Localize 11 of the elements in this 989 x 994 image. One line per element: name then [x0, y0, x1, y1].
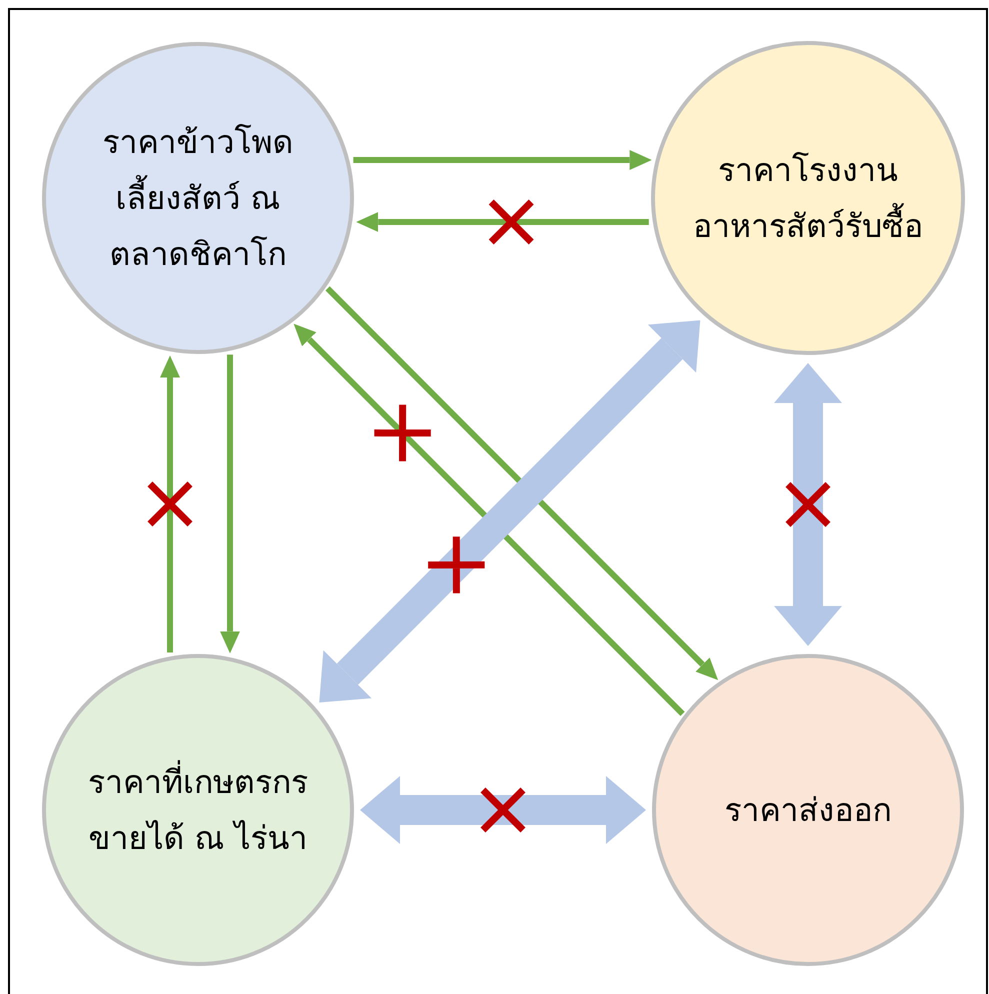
arrow: [160, 355, 180, 653]
node-label: ราคาข้าวโพดเลี้ยงสัตว์ ณ ตลาดชิคาโก: [102, 122, 294, 275]
node-label: ราคาที่เกษตรกรขายได้ ณ ไร่นา: [66, 754, 330, 866]
arrow: [325, 286, 718, 680]
arrow: [220, 354, 240, 654]
node-label: ราคาโรงงานอาหารสัตว์รับซื้อ: [692, 150, 924, 247]
double-arrow: [774, 363, 842, 646]
arrow: [353, 150, 652, 170]
node-label: ราคาส่งออก: [724, 790, 892, 831]
arrow: [356, 212, 649, 232]
double-arrow: [360, 776, 646, 844]
